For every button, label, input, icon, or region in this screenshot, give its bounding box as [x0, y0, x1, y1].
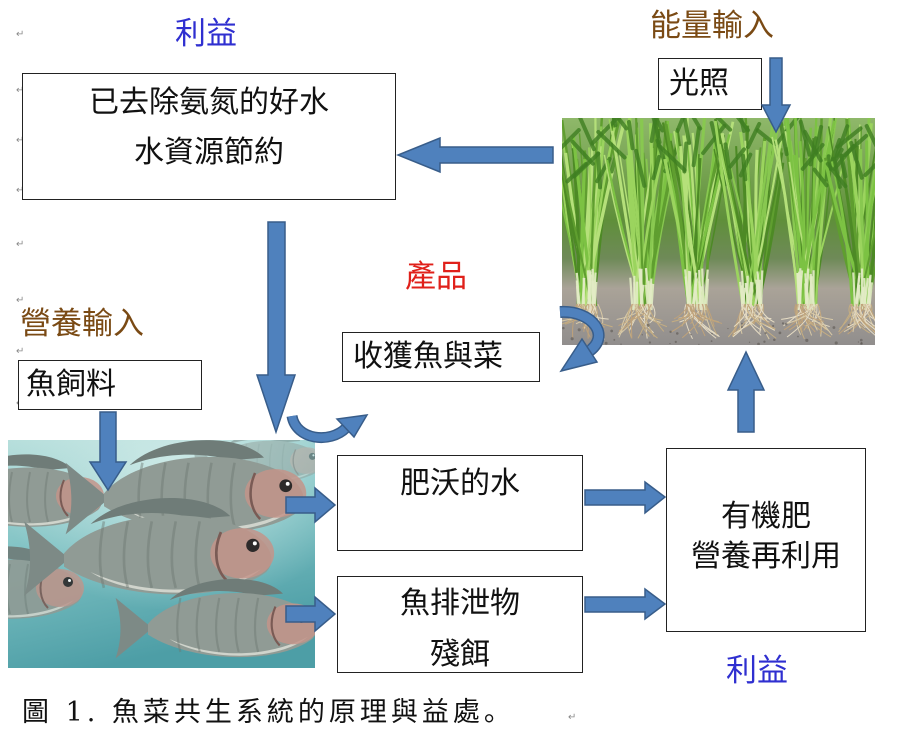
figure-caption: 圖 1. 魚菜共生系統的原理與益處。: [22, 699, 515, 726]
fish-feed-text: 魚飼料: [26, 367, 116, 402]
paragraph-mark: ↵: [16, 239, 25, 250]
arrow-fertile-water-to-fertilizer: [584, 480, 667, 515]
fish-tank-photo: [8, 440, 315, 668]
organic-fertilizer-line-1: 有機肥: [721, 499, 811, 534]
vegetable-harvest-photo: [562, 118, 875, 345]
light-text: 光照: [669, 66, 729, 101]
clean-water-line-1: 已去除氨氮的好水: [89, 85, 329, 120]
organic-fertilizer-line-2: 營養再利用: [691, 539, 841, 574]
clean-water-line-2: 水資源節約: [134, 135, 284, 170]
fertile-water-text: 肥沃的水: [400, 466, 520, 501]
organic-fertilizer-box: 有機肥 營養再利用: [666, 448, 866, 632]
nutrient-input-label: 營養輸入: [20, 306, 144, 342]
fish-waste-line-2: 殘餌: [430, 637, 490, 672]
paragraph-mark: ↵: [16, 295, 25, 306]
arrow-water-to-fish: [255, 221, 297, 435]
arrow-fertilizer-to-plants: [726, 350, 766, 433]
paragraph-mark: ↵: [16, 346, 25, 357]
harvest-text: 收獲魚與菜: [353, 339, 503, 374]
clean-water-box: 已去除氨氮的好水 水資源節約: [22, 73, 396, 200]
fish-feed-box: 魚飼料: [18, 360, 202, 410]
paragraph-mark: ↵: [16, 85, 25, 96]
benefit-label-top: 利益: [175, 16, 237, 52]
light-box: 光照: [658, 58, 762, 110]
paragraph-mark: ↵: [16, 135, 25, 146]
energy-input-label: 能量輸入: [650, 8, 774, 44]
product-label: 產品: [405, 259, 467, 295]
figure-caption-text: 圖 1. 魚菜共生系統的原理與益處。: [22, 697, 515, 728]
paragraph-mark: ↵: [568, 712, 577, 723]
paragraph-mark: ↵: [16, 29, 25, 40]
benefit-label-bottom: 利益: [726, 653, 788, 689]
fish-waste-box: 魚排泄物 殘餌: [337, 576, 583, 673]
harvest-box: 收獲魚與菜: [342, 332, 540, 382]
curved-arrow-fish-to-harvest: [286, 414, 369, 444]
arrow-waste-to-fertilizer: [584, 587, 667, 621]
arrow-water-return: [396, 136, 554, 174]
fish-waste-line-1: 魚排泄物: [400, 586, 520, 621]
fertile-water-box: 肥沃的水: [337, 455, 583, 551]
paragraph-mark: ↵: [16, 185, 25, 196]
